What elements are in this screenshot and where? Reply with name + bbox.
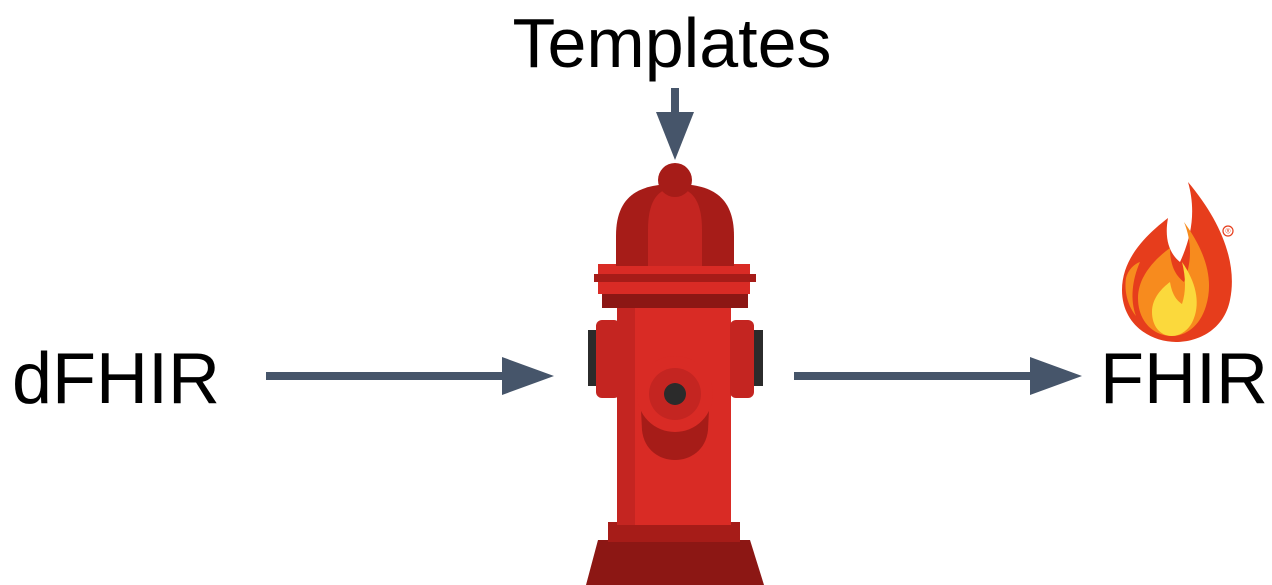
registered-mark: ® [1225, 228, 1231, 236]
input-label: dFHIR [12, 339, 221, 419]
templates-label: Templates [512, 4, 832, 82]
input-arrow [266, 357, 554, 395]
fire-hydrant-icon [586, 163, 764, 585]
output-label: FHIR [1100, 339, 1268, 419]
output-arrow [794, 357, 1082, 395]
fhir-flame-icon: ® [1122, 182, 1234, 342]
templates-arrow [656, 88, 694, 160]
